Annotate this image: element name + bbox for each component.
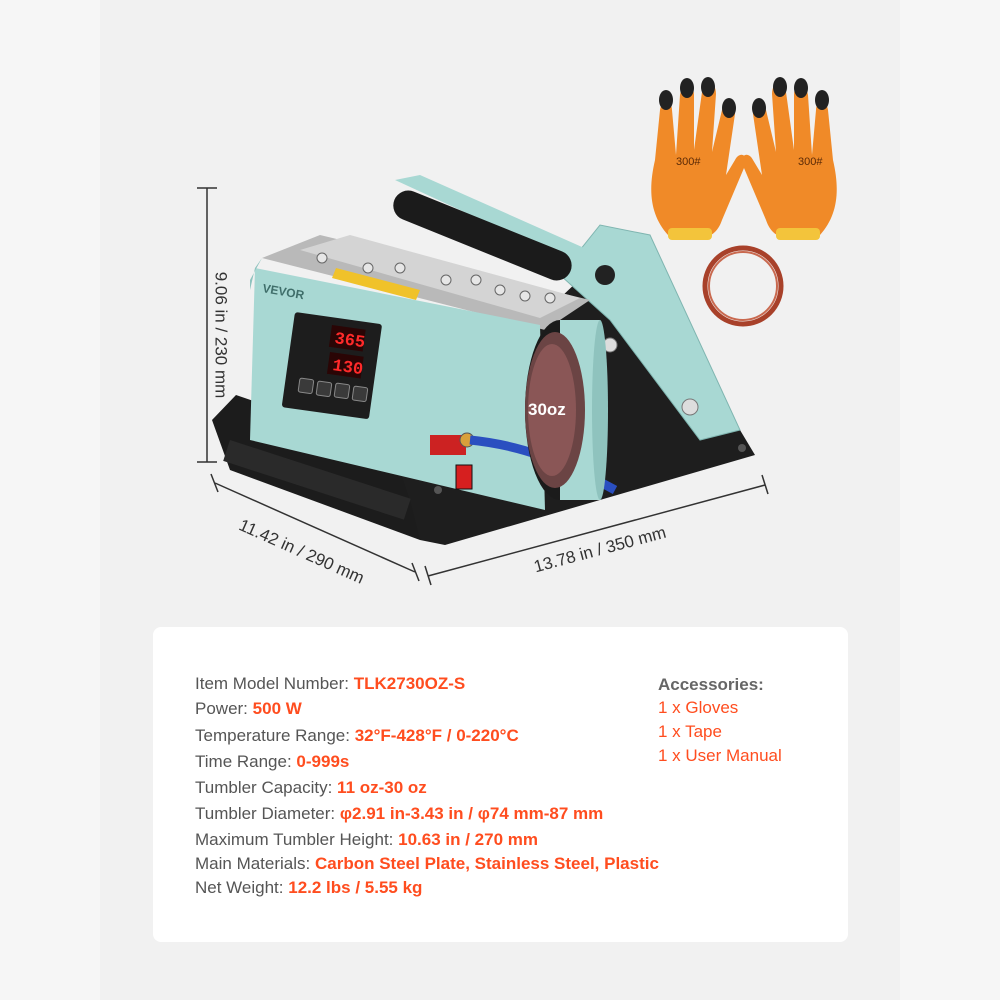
spec-card xyxy=(153,627,848,942)
machine-body: 365 130 VEVOR xyxy=(250,258,618,510)
control-button-1[interactable] xyxy=(297,377,315,395)
spec-row-time: Time Range: 0-999s xyxy=(195,752,350,771)
press-arm xyxy=(393,175,741,441)
spec-row-diameter: Tumbler Diameter: φ2.91 in-3.43 in / φ74… xyxy=(195,804,604,823)
spec-row-materials: Main Materials: Carbon Steel Plate, Stai… xyxy=(195,854,659,873)
left-glove-label: 300# xyxy=(676,156,701,168)
display-bottom-value: 130 xyxy=(331,357,364,380)
heating-element: 30oz xyxy=(525,320,608,500)
accessory-tape: 1 x Tape xyxy=(658,722,722,741)
spec-row-capacity: Tumbler Capacity: 11 oz-30 oz xyxy=(195,778,427,797)
spec-row-power: Power: 500 W xyxy=(195,699,302,718)
gloves: 300# 300# xyxy=(651,77,837,240)
height-dimension: 9.06 in / 230 mm xyxy=(211,271,231,399)
spec-row-model: Item Model Number: TLK2730OZ-S xyxy=(195,674,466,693)
accessory-manual: 1 x User Manual xyxy=(658,746,782,765)
accessory-gloves: 1 x Gloves xyxy=(658,698,739,717)
dimension-lines xyxy=(197,187,769,586)
control-button-3[interactable] xyxy=(333,382,351,400)
warning-label xyxy=(430,435,466,455)
display-top-value: 365 xyxy=(333,330,366,353)
spec-row-weight: Net Weight: 12.2 lbs / 5.55 kg xyxy=(195,878,423,897)
spec-row-temperature: Temperature Range: 32°F-428°F / 0-220°C xyxy=(195,726,519,745)
left-glove-icon: 300# xyxy=(651,77,746,240)
right-glove-icon: 300# xyxy=(742,77,837,240)
capacity-label: 30oz xyxy=(528,400,566,419)
spec-row-height: Maximum Tumbler Height: 10.63 in / 270 m… xyxy=(195,830,538,849)
accessories-title: Accessories: xyxy=(658,675,764,694)
control-button-2[interactable] xyxy=(315,380,333,398)
heat-press-illustration: 365 130 VEVOR 30oz xyxy=(197,77,837,586)
right-glove-label: 300# xyxy=(798,156,823,168)
power-switch[interactable] xyxy=(455,464,473,490)
top-plate xyxy=(262,235,590,330)
tape-roll-icon xyxy=(702,245,784,327)
control-button-4[interactable] xyxy=(351,385,369,403)
